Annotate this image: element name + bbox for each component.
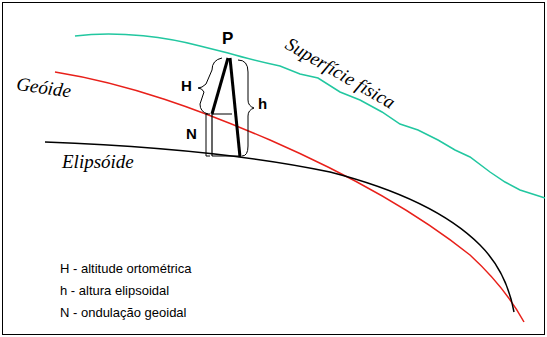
height-symbol: H xyxy=(181,78,192,95)
geoid-line xyxy=(55,72,524,322)
ellipsoid-label: Elipsóide xyxy=(62,152,134,173)
legend-note: H - altitude ortométrica xyxy=(60,262,192,276)
physical-surface-line xyxy=(75,34,545,198)
frame xyxy=(3,3,545,335)
height-symbol: N xyxy=(186,126,197,143)
geoid-label: Geóide xyxy=(15,74,72,102)
ellipsoid-line xyxy=(45,142,514,312)
h-ellipsoidal-brace xyxy=(238,60,254,156)
point-label: P xyxy=(222,30,233,49)
undulation-segment xyxy=(212,114,240,156)
height-symbol: h xyxy=(258,96,267,113)
legend-note: N - ondulação geoidal xyxy=(60,306,186,320)
legend-note: h - altura elipsoidal xyxy=(60,284,169,298)
ellipsoid-normal xyxy=(230,58,240,157)
n-bracket xyxy=(206,114,210,156)
h-ortho-brace xyxy=(198,58,222,114)
geoid-vertical xyxy=(212,58,228,114)
